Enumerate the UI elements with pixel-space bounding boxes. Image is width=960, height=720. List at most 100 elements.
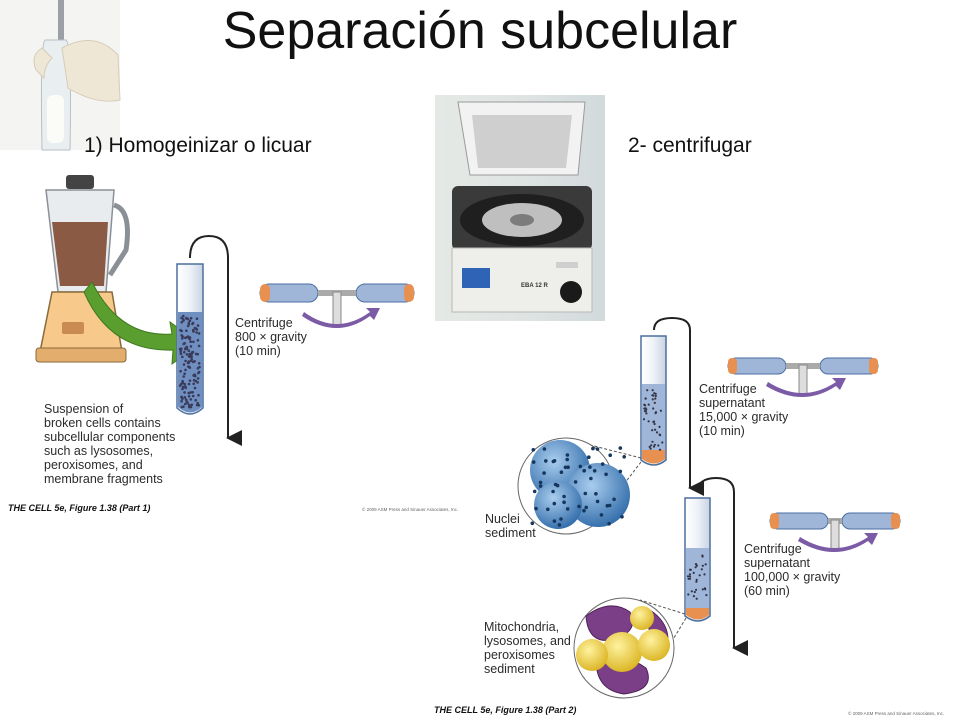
particle-dot (661, 441, 664, 444)
particle-dot (658, 425, 661, 428)
particle-dot (653, 443, 656, 446)
particle-dot (189, 340, 192, 344)
particle-dot (651, 440, 654, 443)
particle-dot (600, 462, 605, 466)
particle-dot (599, 513, 604, 517)
particle-dot (687, 593, 690, 596)
particle-dot (652, 420, 655, 424)
particle-dot (644, 397, 647, 400)
particle-dot (693, 590, 696, 594)
particle-dot (186, 361, 190, 365)
particle-dot (654, 411, 658, 414)
particle-dot (644, 404, 647, 407)
particle-dot (694, 563, 698, 566)
particle-dot (552, 519, 557, 523)
particle-dot (701, 588, 704, 591)
particle-dot (187, 349, 191, 353)
particle-dot (186, 324, 190, 328)
particle-dot (552, 459, 557, 463)
organelles-magnified (573, 597, 687, 699)
particle-dot (652, 394, 655, 397)
particle-dot (184, 385, 187, 388)
particle-dot (183, 350, 186, 354)
particle-dot (642, 418, 646, 421)
particle-dot (183, 391, 186, 394)
particle-dot (193, 373, 196, 377)
blender-illustration (35, 175, 130, 363)
centrifuge-3-label: Centrifuge supernatant 100,000 × gravity… (744, 542, 841, 598)
particle-dot (190, 351, 194, 354)
particle-dot (652, 407, 655, 410)
particle-dot (620, 515, 624, 519)
particle-dot (180, 334, 183, 337)
figure-caption-part-1: THE CELL 5e, Figure 1.38 (Part 1) (8, 503, 151, 513)
particle-dot (618, 469, 623, 474)
particle-dot (192, 330, 195, 333)
particle-dot (688, 573, 692, 576)
particle-dot (181, 355, 184, 359)
particle-dot (592, 469, 597, 473)
particle-dot (188, 379, 192, 383)
particle-dot (551, 489, 555, 494)
particle-dot (644, 410, 647, 413)
particle-dot (185, 336, 189, 339)
particle-dot (544, 459, 548, 463)
particle-dot (192, 382, 195, 386)
particle-dot (182, 342, 185, 346)
particle-dot (188, 355, 192, 359)
particle-dot (194, 352, 198, 356)
particle-dot (183, 396, 187, 399)
particle-dot (654, 394, 657, 398)
particle-dot (190, 357, 193, 361)
particle-dot (196, 339, 200, 342)
particle-dot (195, 331, 198, 334)
particle-dot (652, 445, 656, 448)
particle-dot (197, 332, 201, 335)
particle-dot (688, 575, 692, 578)
particle-dot (648, 445, 651, 448)
particle-dot (686, 575, 690, 578)
particle-dot (179, 352, 183, 356)
transfer-arrow (83, 281, 201, 366)
particle-dot (705, 594, 708, 597)
centrifuge-model-badge: EBA 12 R (521, 283, 548, 289)
particle-dot (608, 453, 612, 458)
particle-dot (185, 329, 188, 333)
particle-dot (647, 403, 650, 406)
particle-dot (196, 367, 200, 370)
particle-dot (187, 395, 191, 398)
particle-dot (578, 464, 583, 469)
particle-dot (562, 500, 566, 505)
particle-dot (704, 588, 707, 591)
step-1-label: 1) Homogeinizar o licuar (84, 134, 312, 157)
particle-dot (196, 381, 199, 384)
particle-dot (647, 420, 650, 423)
particle-dot (534, 506, 538, 511)
particle-dot (659, 409, 663, 412)
particle-dot (589, 476, 593, 481)
particle-dot (657, 444, 660, 447)
particle-dot (189, 391, 192, 394)
particle-dot (650, 444, 653, 447)
particle-dot (181, 397, 184, 401)
particle-dot (695, 578, 698, 582)
tube-1-particles (178, 314, 201, 409)
particle-dot (555, 483, 560, 488)
particle-dot (530, 521, 535, 526)
particle-dot (659, 434, 662, 437)
particle-dot (607, 522, 611, 526)
particle-dot (531, 460, 536, 464)
particle-dot (196, 377, 200, 380)
tube-2 (640, 335, 667, 466)
particle-dot (559, 470, 564, 475)
particle-dot (194, 379, 198, 383)
copyright-part-2: © 2009 ASM Press and Sinauer Associates,… (848, 711, 945, 716)
particle-dot (651, 429, 654, 432)
particle-dot (577, 504, 581, 509)
particle-dot (595, 447, 600, 451)
particle-dot (546, 507, 550, 512)
particle-dot (185, 345, 188, 349)
particle-dot (565, 457, 569, 462)
particle-dot (187, 403, 191, 407)
